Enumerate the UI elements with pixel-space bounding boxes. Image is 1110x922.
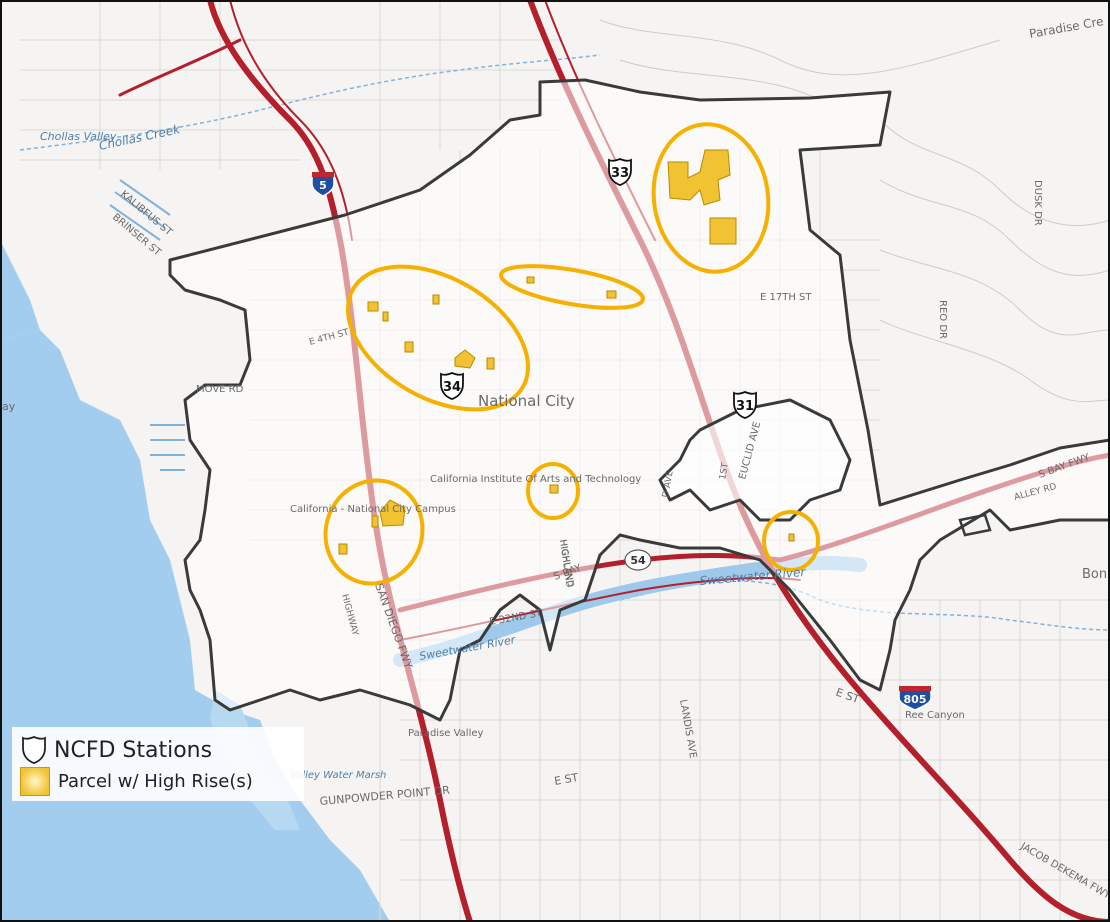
station-label: 34 bbox=[443, 380, 461, 395]
boundary-exclave bbox=[658, 398, 852, 522]
parcels bbox=[338, 149, 795, 555]
highlight-ring bbox=[345, 264, 531, 412]
parcel[interactable] bbox=[382, 311, 389, 322]
parcel[interactable] bbox=[709, 217, 737, 245]
street-label: California - National City Campus bbox=[290, 504, 456, 515]
street-label: Ree Canyon bbox=[905, 710, 965, 721]
station-label: 33 bbox=[611, 166, 629, 181]
route-shield-5: 5 bbox=[311, 172, 335, 197]
place-label: National City bbox=[478, 392, 575, 410]
route-label: 5 bbox=[319, 179, 327, 192]
station-label: 31 bbox=[736, 399, 754, 414]
parcel[interactable] bbox=[454, 349, 476, 369]
parcel[interactable] bbox=[379, 499, 406, 527]
highlight-ring bbox=[762, 510, 820, 572]
highlight-ring bbox=[526, 462, 580, 520]
legend-row-stations: NCFD Stations bbox=[20, 735, 212, 765]
parcel[interactable] bbox=[432, 294, 440, 305]
legend-label-parcels: Parcel w/ High Rise(s) bbox=[58, 771, 253, 792]
route-label: 54 bbox=[630, 554, 646, 567]
street-label: Chollas Valley bbox=[40, 130, 117, 143]
highlight-ring bbox=[651, 122, 771, 274]
legend-row-parcels: Parcel w/ High Rise(s) bbox=[20, 767, 253, 796]
street-label: ay bbox=[2, 400, 16, 413]
parcel-swatch-icon bbox=[20, 767, 50, 796]
street-label: Bon bbox=[1082, 567, 1107, 582]
station-33[interactable]: 33 bbox=[608, 158, 632, 186]
street-label: MOVE RD bbox=[196, 384, 244, 395]
highlight-rings bbox=[323, 122, 820, 586]
piers bbox=[109, 179, 185, 471]
chollas-creek bbox=[19, 54, 601, 151]
shield-icon bbox=[22, 736, 46, 764]
parcel[interactable] bbox=[526, 276, 535, 284]
parcel[interactable] bbox=[667, 149, 731, 206]
contours bbox=[599, 19, 1110, 403]
shield-icon bbox=[440, 372, 464, 400]
route-label: 805 bbox=[904, 693, 927, 706]
parcel[interactable] bbox=[371, 515, 379, 528]
street-label: E 17TH ST bbox=[760, 292, 812, 303]
legend: NCFD Stations Parcel w/ High Rise(s) bbox=[12, 727, 304, 801]
highway-shield-icon bbox=[898, 687, 932, 711]
highlight-ring bbox=[323, 478, 425, 586]
route-shield-54: 54 bbox=[624, 549, 652, 571]
street-label: 1ST bbox=[718, 462, 731, 481]
street-label: D AVE bbox=[661, 470, 676, 499]
parcel[interactable] bbox=[338, 543, 348, 555]
highway-shield-icon bbox=[624, 549, 652, 571]
stations-layer: 31 33 34 bbox=[440, 158, 757, 419]
parcel[interactable] bbox=[486, 357, 495, 370]
street-label: Paradise Valley bbox=[408, 728, 484, 739]
route-shields-layer: 5 805 54 bbox=[311, 172, 932, 711]
city-boundary bbox=[168, 78, 1110, 722]
parcel[interactable] bbox=[606, 290, 617, 299]
boundary-island bbox=[958, 513, 992, 537]
street-label: Valley Water Marsh bbox=[290, 770, 386, 781]
route-shield-805: 805 bbox=[898, 686, 932, 711]
parcel[interactable] bbox=[367, 301, 379, 312]
parcel[interactable] bbox=[549, 484, 559, 494]
street-label: California Institute Of Arts and Technol… bbox=[430, 474, 641, 485]
shield-icon bbox=[733, 391, 757, 419]
parcel[interactable] bbox=[788, 533, 795, 542]
highway-shield-icon bbox=[311, 173, 335, 197]
street-label: DUSK DR bbox=[1032, 180, 1043, 226]
legend-label-stations: NCFD Stations bbox=[54, 737, 213, 763]
shield-icon bbox=[608, 158, 632, 186]
street-label: E ST bbox=[553, 771, 579, 788]
highlight-ring bbox=[499, 264, 645, 310]
street-label: REO DR bbox=[937, 300, 948, 339]
bay-water-north bbox=[0, 0, 40, 340]
parcel[interactable] bbox=[404, 341, 414, 353]
station-34[interactable]: 34 bbox=[440, 372, 464, 400]
station-31[interactable]: 31 bbox=[733, 391, 757, 419]
